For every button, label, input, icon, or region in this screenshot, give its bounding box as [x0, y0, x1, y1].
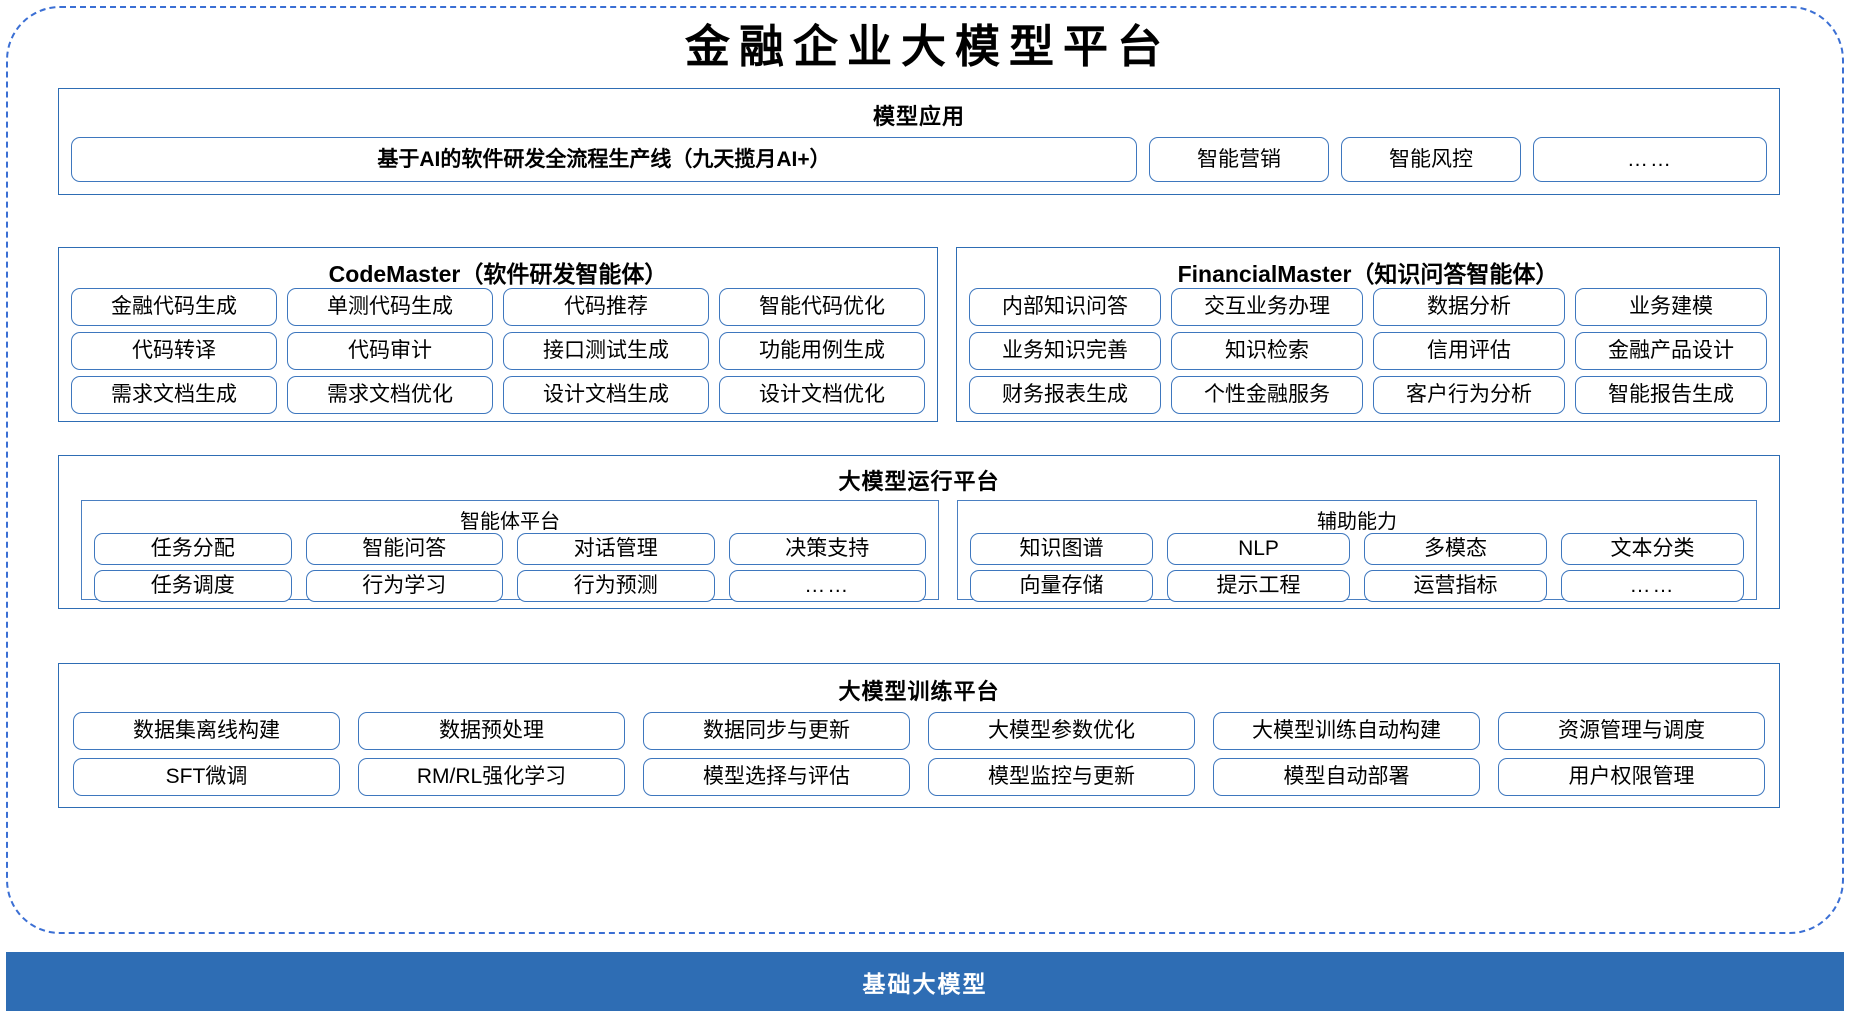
- codemaster-item[interactable]: 设计文档生成: [503, 376, 709, 414]
- foundation-model-label: 基础大模型: [862, 970, 988, 997]
- section-model-applications: 模型应用 基于AI的软件研发全流程生产线（九天揽月AI+） 智能营销 智能风控 …: [58, 88, 1780, 195]
- agent-platform-item-more[interactable]: ……: [728, 570, 926, 602]
- financialmaster-item[interactable]: 智能报告生成: [1575, 376, 1767, 414]
- training-item[interactable]: 用户权限管理: [1498, 758, 1765, 796]
- agent-platform-item[interactable]: 任务调度: [94, 570, 292, 602]
- training-item[interactable]: 模型选择与评估: [643, 758, 910, 796]
- agent-platform-item[interactable]: 决策支持: [728, 533, 926, 565]
- agent-platform-item[interactable]: 行为学习: [305, 570, 503, 602]
- training-item[interactable]: RM/RL强化学习: [358, 758, 625, 796]
- subpanel-agent-platform: 智能体平台 任务分配 智能问答 对话管理 决策支持 任务调度 行为学习 行为预测…: [81, 500, 939, 602]
- training-item[interactable]: 大模型训练自动构建: [1213, 712, 1480, 750]
- codemaster-item[interactable]: 单测代码生成: [287, 288, 493, 326]
- financialmaster-item[interactable]: 个性金融服务: [1171, 376, 1363, 414]
- agent-platform-item[interactable]: 行为预测: [517, 570, 715, 602]
- app-item-more[interactable]: ……: [1533, 137, 1767, 182]
- aux-capability-item[interactable]: 提示工程: [1167, 570, 1350, 602]
- agent-platform-item[interactable]: 智能问答: [305, 533, 503, 565]
- codemaster-item[interactable]: 需求文档优化: [287, 376, 493, 414]
- codemaster-item[interactable]: 设计文档优化: [719, 376, 925, 414]
- agent-platform-item[interactable]: 对话管理: [517, 533, 715, 565]
- subpanel-title-agent-platform: 智能体平台: [460, 511, 560, 533]
- financialmaster-capability-grid: 内部知识问答 交互业务办理 数据分析 业务建模 业务知识完善 知识检索 信用评估…: [969, 288, 1767, 414]
- agent-platform-grid: 任务分配 智能问答 对话管理 决策支持 任务调度 行为学习 行为预测 ……: [94, 533, 926, 602]
- aux-capability-item[interactable]: NLP: [1167, 533, 1350, 565]
- section-title-runtime-platform: 大模型运行平台: [838, 469, 1000, 494]
- financialmaster-item[interactable]: 业务建模: [1575, 288, 1767, 326]
- training-item[interactable]: SFT微调: [73, 758, 340, 796]
- training-item[interactable]: 大模型参数优化: [928, 712, 1195, 750]
- app-item-ai-pipeline[interactable]: 基于AI的软件研发全流程生产线（九天揽月AI+）: [71, 137, 1137, 182]
- subpanel-auxiliary-capability: 辅助能力 知识图谱 NLP 多模态 文本分类 向量存储 提示工程 运营指标 ……: [957, 500, 1757, 602]
- aux-capability-item[interactable]: 运营指标: [1364, 570, 1547, 602]
- training-item[interactable]: 数据预处理: [358, 712, 625, 750]
- training-platform-grid: 数据集离线构建 数据预处理 数据同步与更新 大模型参数优化 大模型训练自动构建 …: [73, 712, 1765, 796]
- panel-title-financialmaster: FinancialMaster（知识问答智能体）: [957, 255, 1779, 292]
- app-item-smart-marketing[interactable]: 智能营销: [1149, 137, 1329, 182]
- training-item[interactable]: 数据同步与更新: [643, 712, 910, 750]
- section-title-model-applications: 模型应用: [872, 104, 965, 129]
- section-model-training-platform: 大模型训练平台 数据集离线构建 数据预处理 数据同步与更新 大模型参数优化 大模…: [58, 663, 1780, 808]
- aux-capability-item[interactable]: 向量存储: [970, 570, 1153, 602]
- panel-codemaster: CodeMaster（软件研发智能体） 金融代码生成 单测代码生成 代码推荐 智…: [58, 247, 938, 422]
- codemaster-item[interactable]: 智能代码优化: [719, 288, 925, 326]
- aux-capability-item[interactable]: 知识图谱: [970, 533, 1153, 565]
- model-applications-row: 基于AI的软件研发全流程生产线（九天揽月AI+） 智能营销 智能风控 ……: [71, 137, 1767, 182]
- aux-capability-item[interactable]: 多模态: [1364, 533, 1547, 565]
- foundation-model-bar: 基础大模型: [6, 952, 1844, 1011]
- section-model-runtime-platform: 大模型运行平台 智能体平台 任务分配 智能问答 对话管理 决策支持 任务调度 行…: [58, 455, 1780, 609]
- section-title-training-platform: 大模型训练平台: [838, 679, 1000, 704]
- codemaster-item[interactable]: 代码转译: [71, 332, 277, 370]
- codemaster-item[interactable]: 需求文档生成: [71, 376, 277, 414]
- training-item[interactable]: 数据集离线构建: [73, 712, 340, 750]
- financialmaster-item[interactable]: 财务报表生成: [969, 376, 1161, 414]
- codemaster-item[interactable]: 接口测试生成: [503, 332, 709, 370]
- panel-title-codemaster: CodeMaster（软件研发智能体）: [59, 255, 937, 292]
- codemaster-subtitle: （软件研发智能体）: [460, 261, 668, 287]
- page-title: 金融企业大模型平台: [684, 22, 1171, 72]
- panel-financialmaster: FinancialMaster（知识问答智能体） 内部知识问答 交互业务办理 数…: [956, 247, 1780, 422]
- financialmaster-item[interactable]: 内部知识问答: [969, 288, 1161, 326]
- training-item[interactable]: 资源管理与调度: [1498, 712, 1765, 750]
- financialmaster-item[interactable]: 金融产品设计: [1575, 332, 1767, 370]
- financialmaster-item[interactable]: 信用评估: [1373, 332, 1565, 370]
- financialmaster-item[interactable]: 业务知识完善: [969, 332, 1161, 370]
- codemaster-item[interactable]: 功能用例生成: [719, 332, 925, 370]
- financialmaster-item[interactable]: 交互业务办理: [1171, 288, 1363, 326]
- codemaster-item[interactable]: 金融代码生成: [71, 288, 277, 326]
- subpanel-title-auxiliary-capability: 辅助能力: [1317, 511, 1397, 533]
- financialmaster-subtitle: （知识问答智能体）: [1351, 261, 1559, 287]
- training-item[interactable]: 模型自动部署: [1213, 758, 1480, 796]
- financialmaster-item[interactable]: 知识检索: [1171, 332, 1363, 370]
- aux-capability-item-more[interactable]: ……: [1561, 570, 1744, 602]
- financialmaster-item[interactable]: 数据分析: [1373, 288, 1565, 326]
- codemaster-capability-grid: 金融代码生成 单测代码生成 代码推荐 智能代码优化 代码转译 代码审计 接口测试…: [71, 288, 925, 414]
- codemaster-name: CodeMaster: [328, 261, 461, 292]
- codemaster-item[interactable]: 代码推荐: [503, 288, 709, 326]
- auxiliary-capability-grid: 知识图谱 NLP 多模态 文本分类 向量存储 提示工程 运营指标 ……: [970, 533, 1744, 602]
- aux-capability-item[interactable]: 文本分类: [1561, 533, 1744, 565]
- app-item-smart-risk-control[interactable]: 智能风控: [1341, 137, 1521, 182]
- financialmaster-item[interactable]: 客户行为分析: [1373, 376, 1565, 414]
- training-item[interactable]: 模型监控与更新: [928, 758, 1195, 796]
- codemaster-item[interactable]: 代码审计: [287, 332, 493, 370]
- agent-platform-item[interactable]: 任务分配: [94, 533, 292, 565]
